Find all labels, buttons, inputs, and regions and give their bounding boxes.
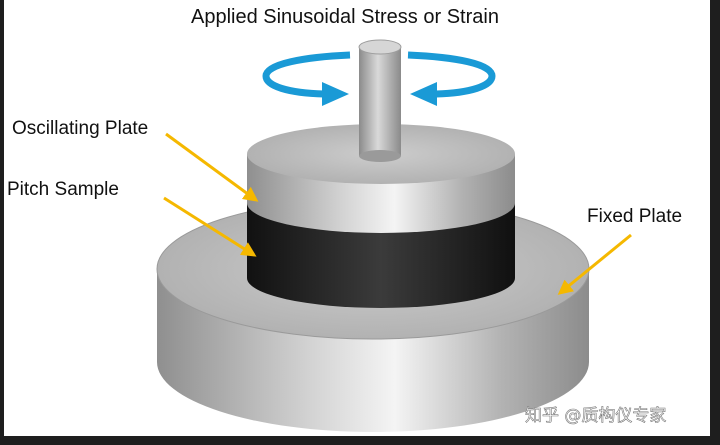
rheometer-diagram: Applied Sinusoidal Stress or Strain Osci…	[7, 6, 682, 432]
label-fixed-plate: Fixed Plate	[587, 206, 682, 227]
pointer-oscillating-plate	[165, 132, 259, 202]
diagram-title: Applied Sinusoidal Stress or Strain	[191, 6, 499, 28]
pointer-fixed-plate	[557, 233, 632, 295]
watermark: 知乎 @质构仪专家	[525, 406, 666, 426]
label-oscillating-plate: Oscillating Plate	[12, 118, 148, 139]
rotation-arrow-icon	[262, 51, 496, 106]
pointer-pitch-sample	[163, 196, 257, 257]
shaft	[358, 39, 402, 162]
diagram-canvas: Applied Sinusoidal Stress or Strain Osci…	[4, 0, 710, 436]
label-pitch-sample: Pitch Sample	[7, 179, 119, 200]
pointer-arrows	[163, 132, 632, 295]
